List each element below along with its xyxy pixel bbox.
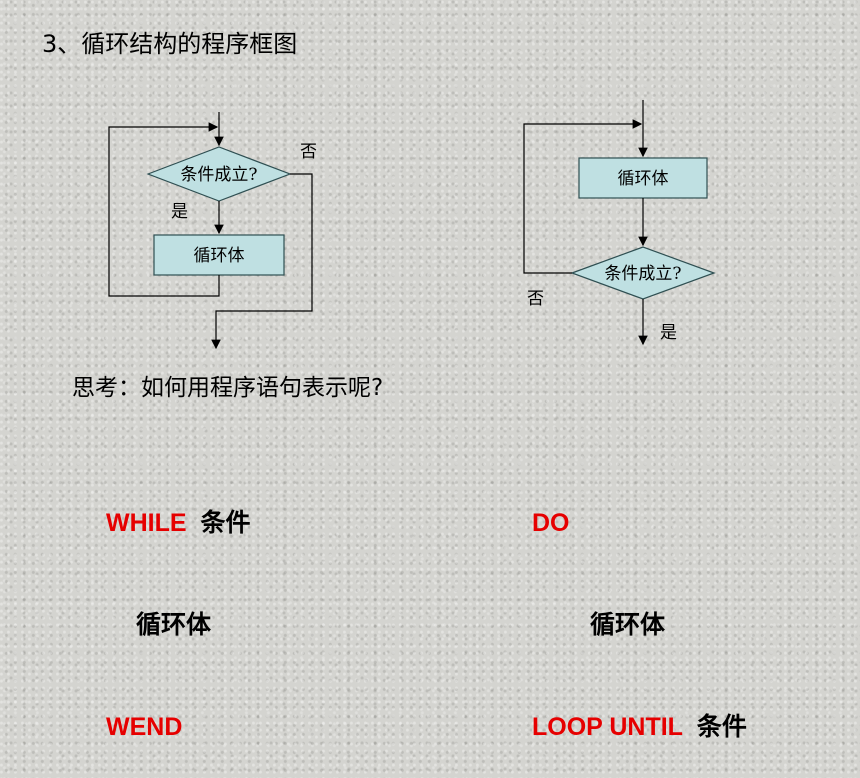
decision-label: 条件成立? xyxy=(604,264,681,284)
do-body: 循环体 xyxy=(590,610,666,639)
decision-label: 条件成立? xyxy=(180,165,257,185)
process-label: 循环体 xyxy=(618,169,669,189)
do-code-block: DO 循环体 LOOP UNTIL 条件 xyxy=(532,438,747,778)
while-condition: 条件 xyxy=(200,508,251,537)
flowcharts: 条件成立? 是 循环体 否 循环体 条件成立? 否 是 xyxy=(108,100,716,350)
wend-keyword: WEND xyxy=(106,713,183,741)
do-keyword: DO xyxy=(532,509,570,537)
while-code-block: WHILE 条件 循环体 WEND xyxy=(106,438,250,778)
yes-label: 是 xyxy=(660,323,677,343)
yes-label: 是 xyxy=(171,202,188,222)
question-text: 思考：如何用程序语句表示呢? xyxy=(72,375,384,401)
until-flowchart: 循环体 条件成立? 否 是 xyxy=(523,100,716,346)
loop-back-line xyxy=(108,122,220,297)
page-title: 3、循环结构的程序框图 xyxy=(42,30,298,58)
process-box xyxy=(153,234,285,276)
no-loop-back-line xyxy=(523,119,643,274)
no-label: 否 xyxy=(527,289,544,309)
process-label: 循环体 xyxy=(194,246,245,266)
decision-diamond xyxy=(570,246,716,300)
while-body: 循环体 xyxy=(136,610,212,639)
no-exit-line xyxy=(211,173,313,350)
while-keyword: WHILE xyxy=(106,509,187,537)
while-flowchart: 条件成立? 是 循环体 否 xyxy=(108,112,317,350)
no-label: 否 xyxy=(300,142,317,162)
loop-until-keyword: LOOP UNTIL xyxy=(532,713,683,741)
until-condition: 条件 xyxy=(696,712,747,741)
process-box xyxy=(578,157,708,199)
